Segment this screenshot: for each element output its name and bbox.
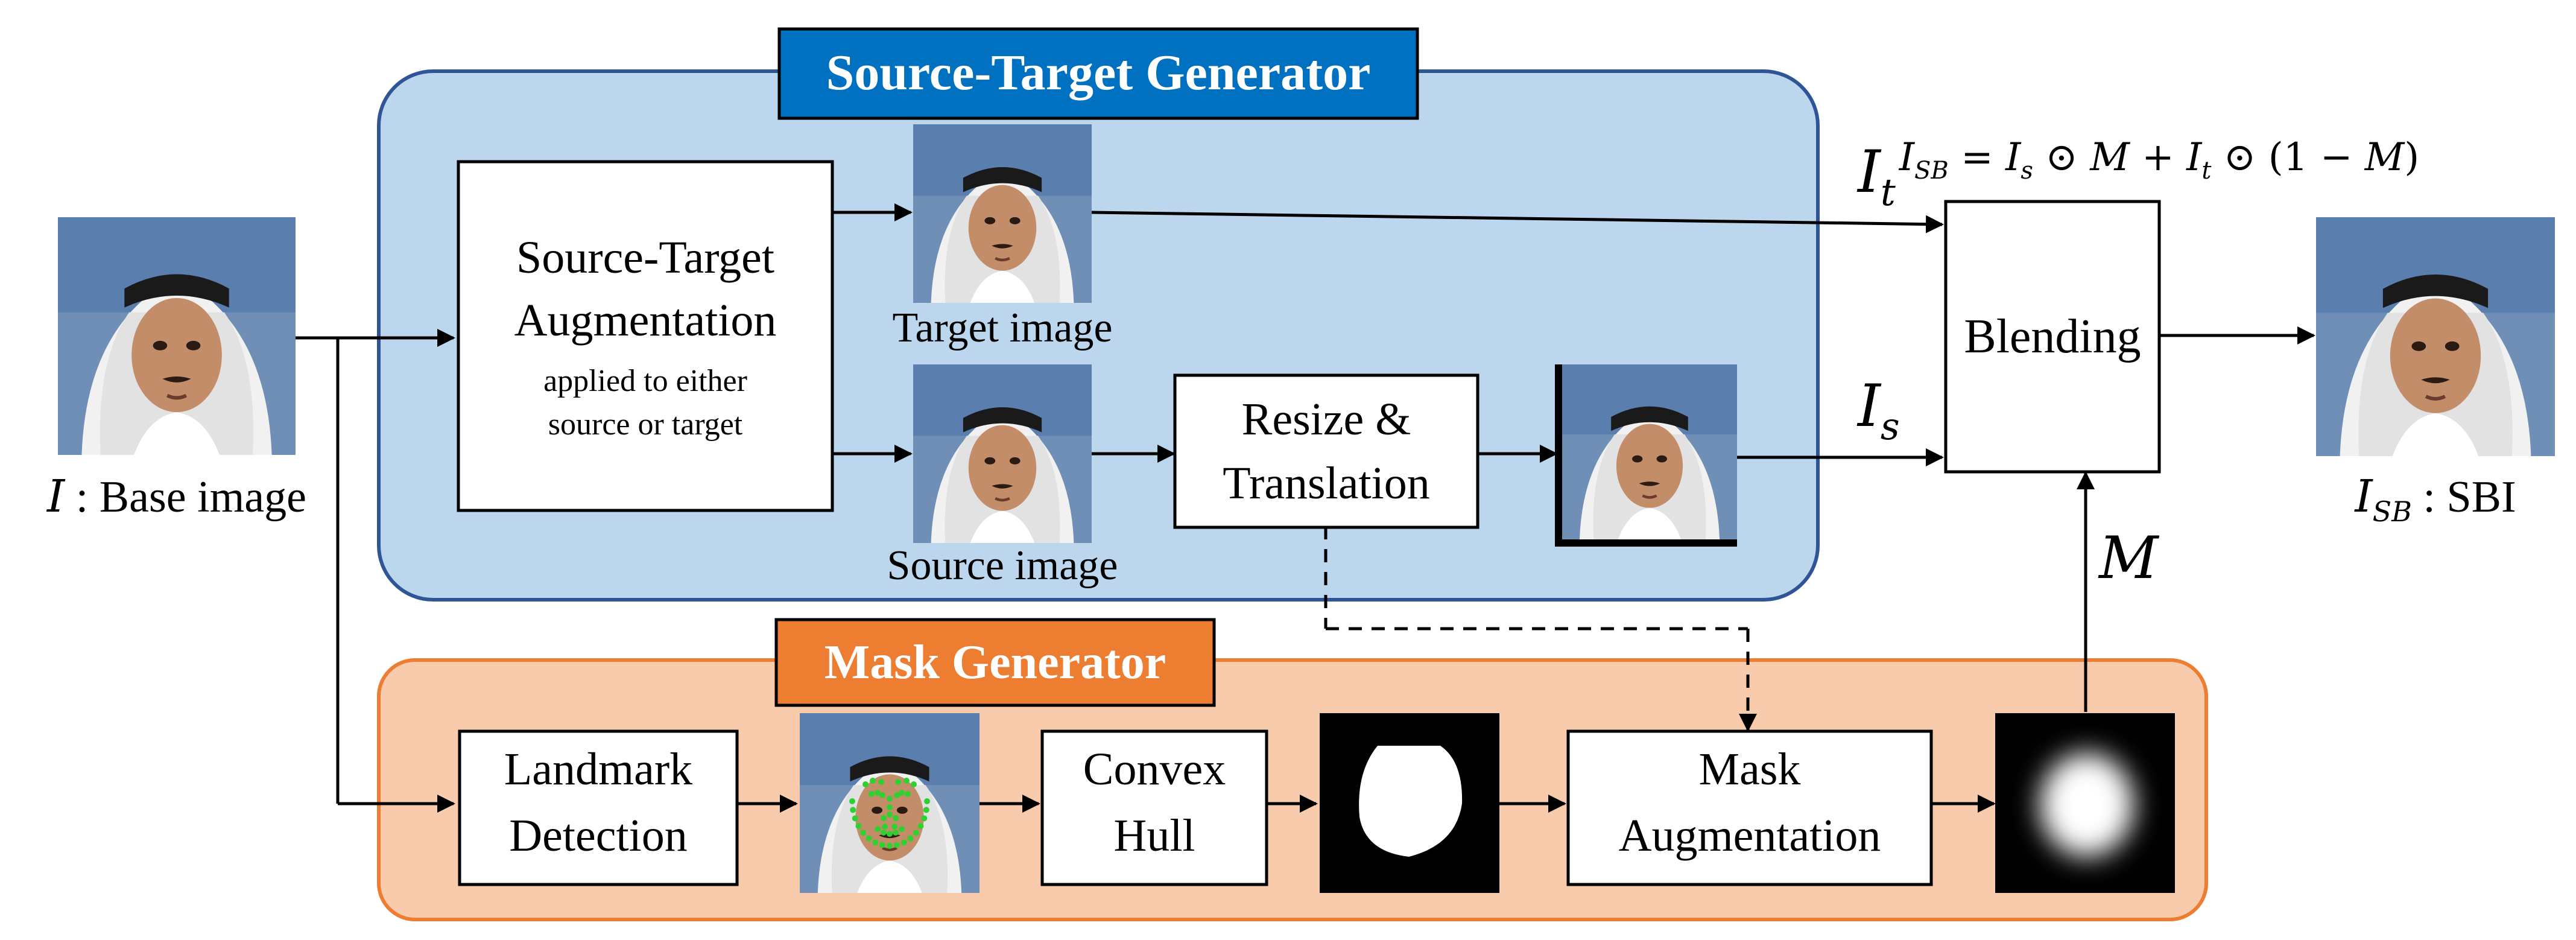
target-image-face-photo-icon — [913, 124, 1092, 303]
landmark-point — [887, 843, 893, 849]
base-image-label: I : Base image — [46, 471, 306, 522]
hull-mask-icon — [1320, 713, 1499, 893]
landmark-point — [887, 804, 893, 810]
resize-box: Resize & Translation — [1173, 373, 1479, 529]
landmark-point — [887, 811, 893, 818]
landmark-point — [894, 792, 900, 798]
landmark-point — [893, 830, 899, 836]
landmark-point — [895, 779, 901, 785]
landmark-point — [893, 815, 899, 821]
landmark-point — [878, 779, 884, 785]
mask-title: Mask Generator — [824, 636, 1166, 689]
landmark-image — [800, 713, 979, 893]
augmentation-label-2: Augmentation — [514, 295, 777, 346]
landmark-point — [921, 815, 928, 822]
landmark-point — [911, 781, 917, 787]
convex-hull-box: Convex Hull — [1040, 729, 1268, 886]
target-image-label: Target image — [892, 305, 1112, 351]
landmark-point — [870, 778, 876, 784]
augmentation-box: Source-Target Augmentation applied to ei… — [457, 160, 834, 512]
landmark-point — [882, 824, 888, 830]
landmark-point — [852, 815, 858, 822]
landmark-point — [913, 830, 919, 836]
landmark-point — [866, 835, 872, 842]
mask-aug-label-2: Augmentation — [1619, 810, 1881, 861]
resized-face-photo-icon — [1562, 364, 1737, 539]
it-symbol: It — [1856, 138, 1896, 214]
landmark-point — [881, 815, 887, 821]
landmark-label-1: Landmark — [504, 744, 692, 795]
augmentation-note-1: applied to either — [543, 364, 747, 398]
landmark-point — [899, 826, 905, 832]
face-landmarks-icon — [800, 713, 979, 893]
source-image-face-photo-icon — [913, 364, 1092, 543]
landmark-label-2: Detection — [509, 810, 687, 861]
landmark-point — [887, 831, 893, 837]
landmark-point — [903, 778, 910, 784]
landmark-point — [860, 830, 867, 836]
landmark-point — [869, 791, 875, 797]
source-target-title-box — [777, 27, 1419, 120]
blending-label: Blending — [1964, 310, 2141, 363]
landmark-point — [879, 792, 885, 798]
landmark-point — [855, 823, 862, 830]
blending-box: Blending — [1944, 200, 2161, 474]
blurred-mask-icon — [1995, 713, 2175, 893]
dashed-connector — [1324, 526, 1757, 732]
mask-augmentation-box: Mask Augmentation — [1566, 729, 1933, 886]
landmark-point — [923, 807, 929, 813]
landmark-box: Landmark Detection — [458, 729, 739, 886]
landmark-point — [894, 842, 900, 848]
mask-aug-label-1: Mask — [1699, 744, 1801, 795]
landmark-point — [875, 826, 881, 832]
augmentation-label-1: Source-Target — [516, 232, 774, 283]
mask-title-box — [774, 618, 1216, 707]
landmark-point — [891, 824, 897, 830]
connectors — [296, 203, 2315, 813]
landmark-point — [899, 790, 905, 796]
resize-label-1: Resize & — [1242, 394, 1411, 445]
convex-label-1: Convex — [1083, 744, 1226, 795]
resized-image — [1555, 364, 1737, 547]
landmark-point — [849, 798, 855, 804]
base-image-face-photo-icon — [58, 217, 296, 455]
convex-label-2: Hull — [1113, 810, 1195, 861]
landmark-point — [905, 791, 911, 797]
landmark-point — [850, 807, 856, 813]
landmark-point — [887, 796, 893, 802]
blending-formula: ISB = Is ⊙ M + It ⊙ (1 − M) — [1899, 135, 2420, 185]
is-symbol: Is — [1856, 372, 1900, 448]
sbi-image-face-photo-icon — [2316, 217, 2555, 456]
source-target-title: Source-Target Generator — [826, 45, 1371, 101]
resize-label-2: Translation — [1223, 458, 1429, 509]
landmark-point — [907, 835, 914, 842]
landmark-point — [872, 839, 879, 846]
landmark-point — [924, 798, 930, 804]
landmark-point — [900, 839, 907, 846]
sbi-label: ISB : SBI — [2353, 471, 2516, 528]
landmark-point — [881, 830, 887, 836]
source-image-label: Source image — [887, 542, 1118, 589]
m-symbol: M — [2098, 524, 2160, 592]
landmark-point — [875, 790, 881, 796]
landmark-point — [862, 781, 869, 787]
landmark-point — [879, 842, 885, 848]
landmark-point — [917, 823, 924, 830]
augmentation-note-2: source or target — [548, 407, 743, 442]
